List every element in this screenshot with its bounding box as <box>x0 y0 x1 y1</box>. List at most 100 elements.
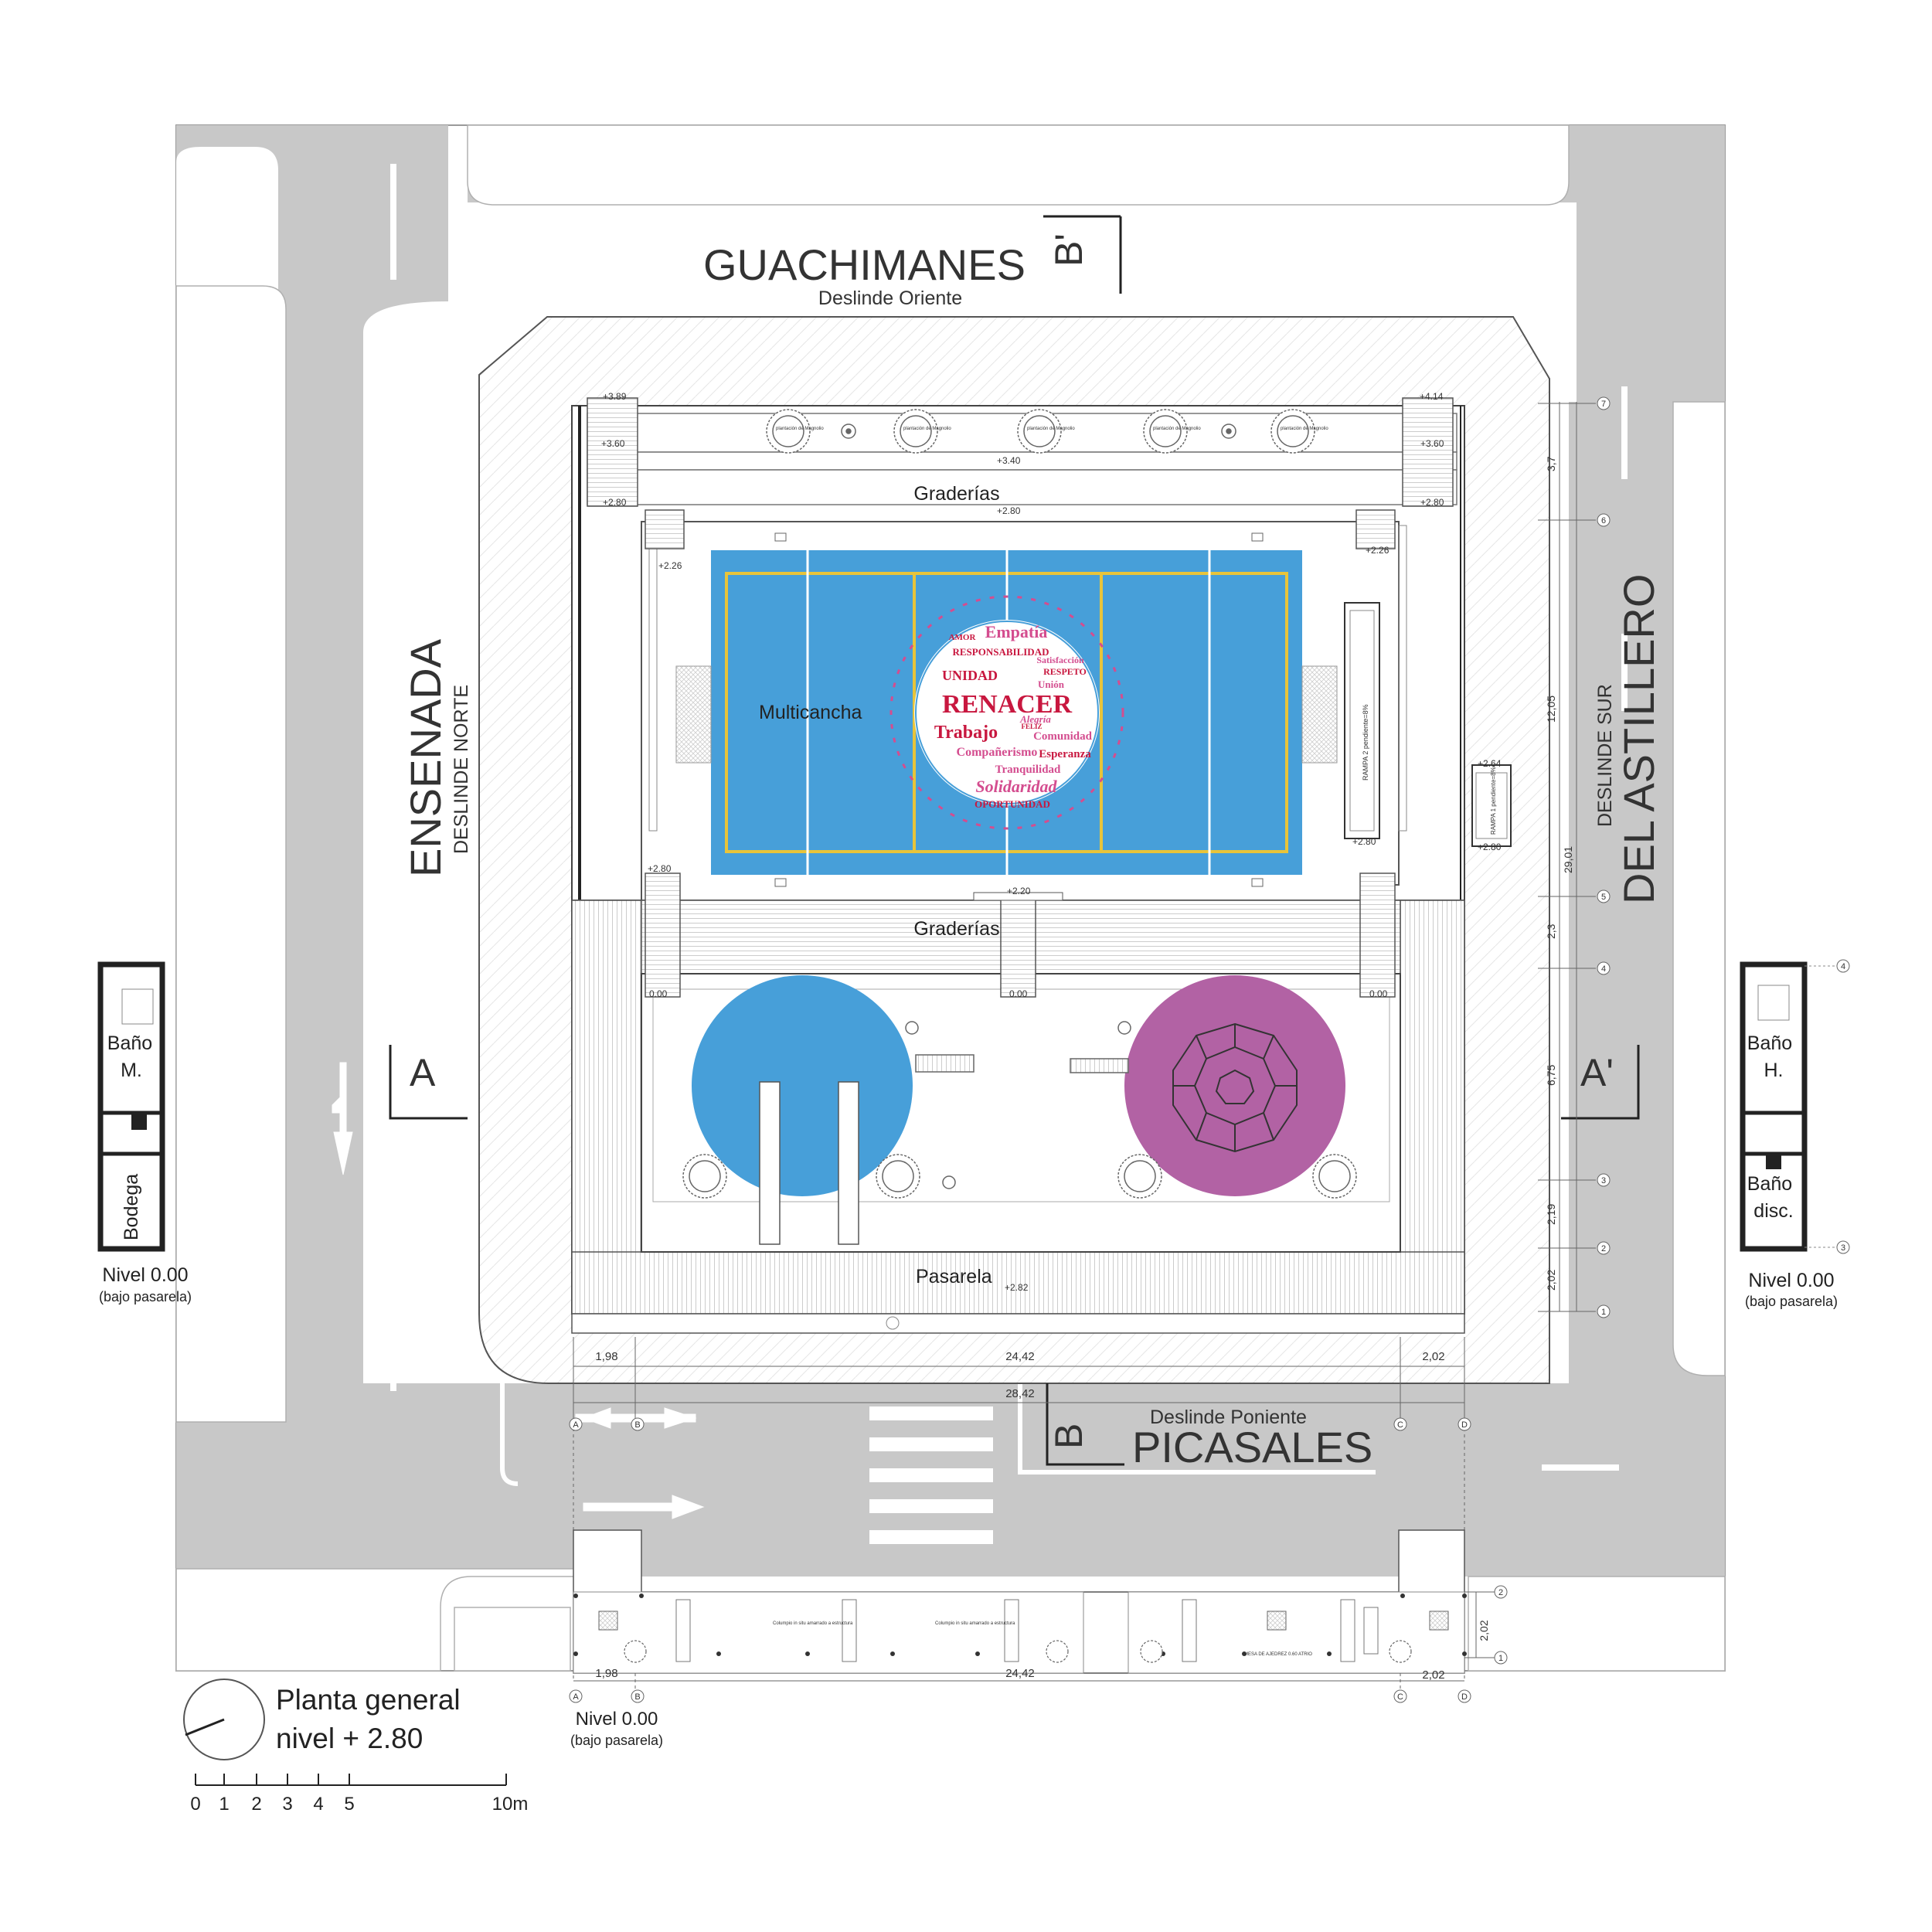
scale-2: 2 <box>251 1794 261 1815</box>
level-280-left: +2.80 <box>603 497 627 508</box>
dim-28-42: 28,42 <box>1005 1387 1035 1400</box>
axis-6: 6 <box>1601 516 1606 526</box>
word-esperanza: Esperanza <box>1039 748 1091 760</box>
strip-dim-2-02-v: 2,02 <box>1478 1620 1490 1641</box>
axis-7: 7 <box>1601 400 1606 409</box>
tree-label-5: plantación de Magnolio <box>1281 427 1328 431</box>
tree-magnolio-4 <box>1143 409 1188 454</box>
scale-bar: 0 1 2 3 4 5 10m <box>190 1774 528 1815</box>
axis-letters: A B C D <box>573 1420 1468 1430</box>
right-axis-4: 4 <box>1841 962 1845 971</box>
deslinde-norte: DESLINDE NORTE <box>451 685 472 854</box>
dim-2-02: 2,02 <box>1545 1270 1557 1291</box>
right-bano-sub: H. <box>1764 1060 1784 1081</box>
level-280-ramp: +2.80 <box>1352 836 1376 847</box>
bottom-nivel: Nivel 0.00 <box>576 1709 658 1730</box>
section-a: A <box>410 1051 436 1094</box>
level-264: +2.64 <box>1478 758 1502 769</box>
level-220: +2.20 <box>1007 886 1031 896</box>
bottom-nivel-sub: (bajo pasarela) <box>570 1733 663 1748</box>
left-nivel: Nivel 0.00 <box>102 1264 188 1286</box>
under-pasarela-strip: Columpio in situ amarrado a estructura C… <box>569 1529 1508 1748</box>
word-oportunidad: OPORTUNIDAD <box>975 798 1050 810</box>
word-solidaridad: Solidaridad <box>975 777 1057 796</box>
area-labels: Graderías Graderías Multicancha Pasarela <box>759 483 1000 1287</box>
strip-axis-c: C <box>1397 1692 1403 1702</box>
tree-label-2: plantación de Magnolio <box>903 427 951 431</box>
ramp2-label: RAMPA 2 pendiente=8% <box>1362 704 1369 781</box>
strip-axis-b: B <box>634 1692 640 1702</box>
bodega-label: Bodega <box>121 1174 142 1240</box>
multicancha-label: Multicancha <box>759 702 862 723</box>
word-trabajo: Trabajo <box>934 723 998 743</box>
plan-title-block: Planta general nivel + 2.80 <box>183 1679 461 1760</box>
right-nivel: Nivel 0.00 <box>1748 1270 1834 1291</box>
columpio-label-1: Columpio in situ amarrado a estructura <box>773 1621 853 1626</box>
scale-4: 4 <box>313 1794 323 1815</box>
word-empatia: Empatía <box>985 622 1048 641</box>
graderias-mid-label: Graderías <box>913 918 999 940</box>
disc-bano-sub: disc. <box>1753 1200 1793 1222</box>
strip-dim-2-02: 2,02 <box>1422 1668 1444 1682</box>
ramps: RAMPA 2 pendiente=8% RAMPA 1 pendiente=8… <box>1344 602 1512 847</box>
dim-29-01: 29,01 <box>1562 846 1574 873</box>
strip-axis-d: D <box>1461 1692 1468 1702</box>
magnolia-trees <box>766 409 1315 454</box>
tree-label-3: plantación de Magnolio <box>1027 427 1075 431</box>
left-nivel-sub: (bajo pasarela) <box>99 1289 192 1304</box>
plaza-circles <box>682 975 1357 1245</box>
axis-3: 3 <box>1601 1176 1606 1185</box>
right-bano-label: Baño <box>1747 1032 1792 1054</box>
stair-flights <box>587 397 1454 998</box>
word-respeto: RESPETO <box>1043 666 1087 677</box>
scale-1: 1 <box>219 1794 229 1815</box>
strip-dim-24-42: 24,42 <box>1005 1667 1035 1680</box>
plan-title-line1: Planta general <box>276 1684 461 1716</box>
level-360-left: +3.60 <box>601 438 625 449</box>
multicancha-court <box>675 532 1338 887</box>
dim-3-7: 3,7 <box>1545 456 1557 471</box>
level-360-right: +3.60 <box>1420 438 1444 449</box>
axis-c: C <box>1397 1420 1403 1430</box>
scale-5: 5 <box>344 1794 354 1815</box>
section-letters: A A' B B' <box>410 233 1614 1449</box>
geodesic-dome-icon <box>1172 1022 1298 1153</box>
dim-2-02-b: 2,02 <box>1422 1350 1444 1363</box>
tree-magnolio-1 <box>766 409 811 454</box>
street-picasales: PICASALES <box>1132 1423 1372 1471</box>
scale-3: 3 <box>282 1794 292 1815</box>
word-companerismo: Compañerismo <box>957 746 1038 759</box>
level-markers: +3.89 +4.14 +3.60 +3.60 +3.40 +2.80 +2.8… <box>601 391 1502 1293</box>
axis-b: B <box>634 1420 640 1430</box>
strip-axis-a: A <box>573 1692 579 1702</box>
level-340: +3.40 <box>997 455 1021 466</box>
bottom-dimension-texts: 1,98 24,42 2,02 28,42 <box>595 1350 1444 1400</box>
left-bathroom-block: Baño M. Bodega Nivel 0.00 (bajo pasarela… <box>97 961 192 1304</box>
scale-end: 10m <box>492 1794 529 1815</box>
word-feliz: FELIZ <box>1021 723 1042 730</box>
axis-1: 1 <box>1601 1308 1606 1317</box>
ramp1-label: RAMPA 1 pendiente=8% <box>1490 767 1497 835</box>
deslinde-poniente: Deslinde Poniente <box>1150 1406 1307 1428</box>
tree-magnolio-2 <box>893 409 938 454</box>
tree-magnolio-5 <box>1270 409 1315 454</box>
tree-label-4: plantación de Magnolio <box>1153 427 1201 431</box>
strip-axis-1: 1 <box>1498 1654 1503 1663</box>
right-dimensions <box>1538 396 1611 1318</box>
street-guachimanes: GUACHIMANES <box>703 240 1026 289</box>
dim-2-3: 2,3 <box>1545 923 1557 939</box>
word-comunidad: Comunidad <box>1033 730 1093 743</box>
strip-dim-1-98: 1,98 <box>595 1667 617 1680</box>
section-a-prime: A' <box>1580 1051 1614 1094</box>
street-del-astillero: DEL ASTILLERO <box>1614 574 1663 904</box>
word-responsabilidad: RESPONSABILIDAD <box>953 646 1049 658</box>
graderias-top-label: Graderías <box>913 483 999 505</box>
axis-2: 2 <box>1601 1244 1606 1253</box>
section-markers <box>389 215 1640 1466</box>
axis-4: 4 <box>1601 964 1606 974</box>
word-renacer: RENACER <box>942 690 1073 719</box>
level-282: +2.82 <box>1005 1282 1029 1293</box>
right-axis-3: 3 <box>1841 1243 1845 1253</box>
scale-0: 0 <box>190 1794 200 1815</box>
